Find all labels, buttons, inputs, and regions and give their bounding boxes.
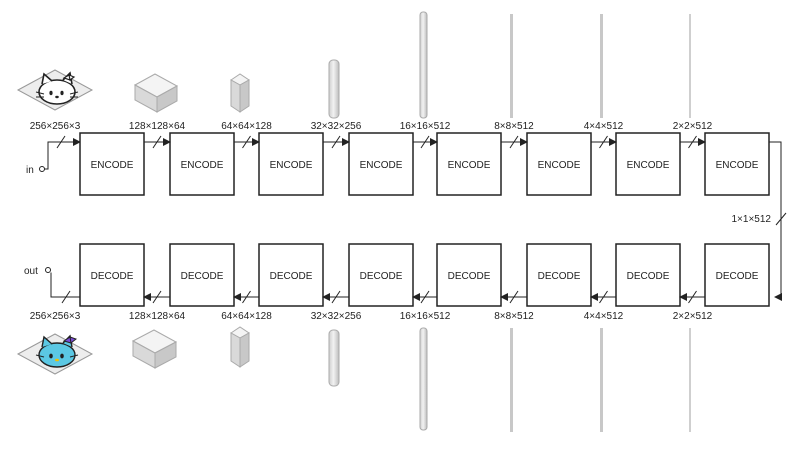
encode-block-7: ENCODE	[615, 132, 681, 196]
encode-label-5: ENCODE	[448, 160, 491, 171]
decode-label-4: DECODE	[360, 271, 403, 282]
output-label: out	[24, 266, 38, 277]
encode-block-5: ENCODE	[436, 132, 502, 196]
encode-block-8: ENCODE	[704, 132, 770, 196]
encoder-dim-label-4: 32×32×256	[311, 121, 362, 132]
tensor-box-64x64x128-out	[230, 326, 250, 368]
encoder-dim-label-7: 4×4×512	[584, 121, 624, 132]
tensor-line-4x4x512	[600, 14, 603, 118]
output-terminal: out	[24, 266, 80, 304]
encoder-dim-label-6: 8×8×512	[494, 121, 534, 132]
tensor-column-16x16x512-out	[419, 327, 428, 431]
tensor-column-32x32x256-out	[328, 329, 340, 387]
decode-block-7: DECODE	[615, 243, 681, 307]
decoder-tensor-shapes	[131, 326, 691, 432]
encoder-dim-label-8: 2×2×512	[673, 121, 713, 132]
tensor-box-64x64x128	[230, 73, 250, 113]
bottleneck-dim-label: 1×1×512	[732, 214, 772, 225]
encode-label-2: ENCODE	[181, 160, 224, 171]
encode-label-4: ENCODE	[360, 160, 403, 171]
input-terminal: in	[26, 135, 81, 176]
decode-block-5: DECODE	[436, 243, 502, 307]
decoder-dim-label-3: 64×64×128	[221, 311, 272, 322]
decoder-dim-label-7: 4×4×512	[584, 311, 624, 322]
encode-label-6: ENCODE	[538, 160, 581, 171]
encode-label-7: ENCODE	[627, 160, 670, 171]
decode-block-2: DECODE	[169, 243, 235, 307]
decoder-dim-label-1: 256×256×3	[30, 311, 81, 322]
decoder-dim-label-8: 2×2×512	[673, 311, 713, 322]
encoder-tensor-shapes	[133, 11, 691, 119]
decoder-dim-label-4: 32×32×256	[311, 311, 362, 322]
tensor-column-32x32x256	[328, 59, 340, 119]
hello-kitty-sketch-icon	[35, 71, 79, 105]
decoder-connector-6	[590, 290, 616, 304]
decoder-connector-3	[322, 290, 349, 304]
decoder-connector-4	[412, 290, 437, 304]
decode-label-6: DECODE	[538, 271, 581, 282]
hello-kitty-color-icon	[35, 334, 79, 368]
encoder-connector-6	[591, 135, 617, 149]
encoder-dim-label-1: 256×256×3	[30, 121, 81, 132]
decoder-dim-label-2: 128×128×64	[129, 311, 186, 322]
decode-label-7: DECODE	[627, 271, 670, 282]
decoder-row: DECODE 256×256×3 DECODE 128×128×64 DECODE 64×…	[30, 243, 770, 322]
encode-label-3: ENCODE	[270, 160, 313, 171]
tensor-line-8x8x512-out	[510, 328, 513, 432]
encoder-connector-7	[680, 135, 706, 149]
decoder-connector-1	[143, 290, 170, 304]
decode-label-3: DECODE	[270, 271, 313, 282]
encode-label-8: ENCODE	[716, 160, 759, 171]
input-image	[16, 69, 94, 111]
decoder-dim-label-6: 8×8×512	[494, 311, 534, 322]
encode-block-2: ENCODE	[169, 132, 235, 196]
decode-label-8: DECODE	[716, 271, 759, 282]
tensor-line-8x8x512	[510, 14, 513, 118]
encode-block-4: ENCODE	[348, 132, 414, 196]
decode-block-6: DECODE	[526, 243, 592, 307]
encoder-dim-label-5: 16×16×512	[400, 121, 451, 132]
tensor-column-16x16x512	[419, 11, 428, 119]
decoder-connector-2	[233, 290, 259, 304]
decode-block-3: DECODE	[258, 243, 324, 307]
tensor-line-4x4x512-out	[600, 328, 603, 432]
decode-label-2: DECODE	[181, 271, 224, 282]
tensor-box-128x128x64-out	[131, 329, 178, 369]
encoder-connector-2	[234, 135, 260, 149]
decode-block-8: DECODE	[704, 243, 770, 307]
decode-block-4: DECODE	[348, 243, 414, 307]
output-image	[16, 333, 94, 375]
encoder-connector-1	[144, 135, 171, 149]
bottleneck-connector: 1×1×512	[732, 141, 787, 301]
input-label: in	[26, 165, 34, 176]
decoder-connector-7	[679, 290, 705, 304]
encode-block-6: ENCODE	[526, 132, 592, 196]
tensor-box-128x128x64	[133, 73, 179, 113]
encoder-dim-label-3: 64×64×128	[221, 121, 272, 132]
decode-label-5: DECODE	[448, 271, 491, 282]
encode-block-3: ENCODE	[258, 132, 324, 196]
decoder-connector-5	[500, 290, 527, 304]
tensor-line-2x2x512	[689, 14, 691, 118]
decode-label-1: DECODE	[91, 271, 134, 282]
encode-block-1: ENCODE	[79, 132, 145, 196]
tensor-line-2x2x512-out	[689, 328, 691, 432]
encoder-connector-4	[413, 135, 438, 149]
encoder-connector-3	[323, 135, 350, 149]
encoder-dim-label-2: 128×128×64	[129, 121, 186, 132]
encoder-connector-5	[501, 135, 528, 149]
decoder-dim-label-5: 16×16×512	[400, 311, 451, 322]
encode-label-1: ENCODE	[91, 160, 134, 171]
decode-block-1: DECODE	[79, 243, 145, 307]
